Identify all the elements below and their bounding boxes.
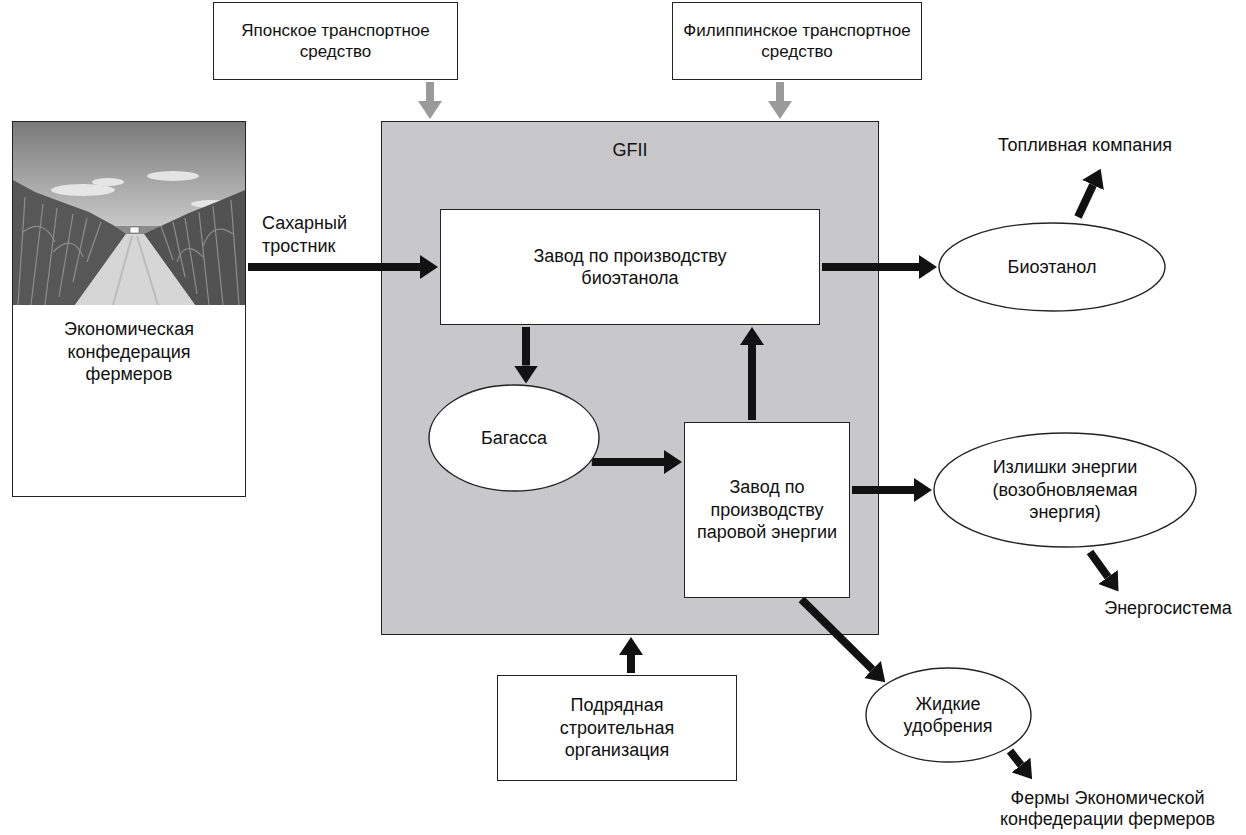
flow-arrow: [426, 82, 434, 101]
farmers-box: Экономическая конфедерация фермеров: [12, 121, 246, 497]
product-ellipse: Багасса: [428, 384, 600, 492]
ellipse-shape: [939, 223, 1165, 311]
ellipse-outline: [865, 667, 1032, 763]
node-text: Излишки энергии (возобновляемая энергия): [970, 456, 1160, 524]
node-text: Жидкие удобрения: [888, 693, 1008, 738]
flow-arrow: [748, 345, 756, 420]
annotation-label: Энергосистема: [1098, 598, 1238, 619]
process-box: Завод по производству паровой энергии: [684, 422, 850, 598]
photo-road-tracks: [113, 236, 158, 305]
ellipse-shape: [934, 433, 1196, 547]
vehicle-box: Филиппинское транспортное средство: [672, 2, 922, 80]
vehicle-box: Японское транспортное средство: [213, 2, 458, 80]
photo-road: [75, 234, 195, 305]
node-text: Японское транспортное средство: [226, 20, 446, 63]
node-text: Филиппинское транспортное средство: [679, 20, 915, 63]
sugarcane-photo: [13, 122, 245, 305]
edge-group: [248, 82, 919, 673]
product-ellipse: Биоэтанол: [938, 222, 1166, 312]
photo-sky: [13, 122, 245, 305]
product-ellipse: Жидкие удобрения: [865, 667, 1032, 763]
node-text: GFII: [613, 139, 648, 162]
annotation-label: Топливная компания: [985, 135, 1185, 156]
node-text: Подрядная строительная организация: [537, 694, 697, 762]
leader-arrow: [1010, 751, 1021, 765]
leader-arrow: [1078, 185, 1093, 217]
flow-arrow: [248, 263, 420, 271]
process-box: Завод по производству биоэтанола: [440, 209, 820, 325]
flow-arrow: [776, 82, 784, 101]
flow-arrow: [852, 486, 914, 494]
flow-arrow: [522, 327, 530, 366]
photo-car: [130, 227, 139, 233]
ellipse-shape: [866, 668, 1031, 762]
node-text: Завод по производству паровой энергии: [694, 476, 840, 544]
product-ellipse: Излишки энергии (возобновляемая энергия): [933, 432, 1197, 548]
flow-arrow: [627, 655, 635, 673]
ellipse-shape: [429, 385, 599, 491]
node-text: Завод по производству биоэтанола: [505, 245, 755, 290]
company-group: GFII Завод по производству биоэтанолаБага…: [381, 121, 879, 635]
node-text: Багасса: [481, 427, 547, 450]
contractor-box: Подрядная строительная организация: [497, 675, 737, 781]
photo-cane-leaves: [18, 197, 239, 305]
edge-label: Сахарный тростник: [262, 212, 392, 257]
annotation-label: Фермы Экономической конфедерации фермеро…: [975, 788, 1240, 829]
node-text: Биоэтанол: [1008, 256, 1097, 279]
leader-arrow: [1090, 552, 1108, 577]
flow-arrow: [592, 458, 664, 466]
node-text: Экономическая конфедерация фермеров: [44, 318, 214, 386]
flow-arrow: [822, 263, 919, 271]
